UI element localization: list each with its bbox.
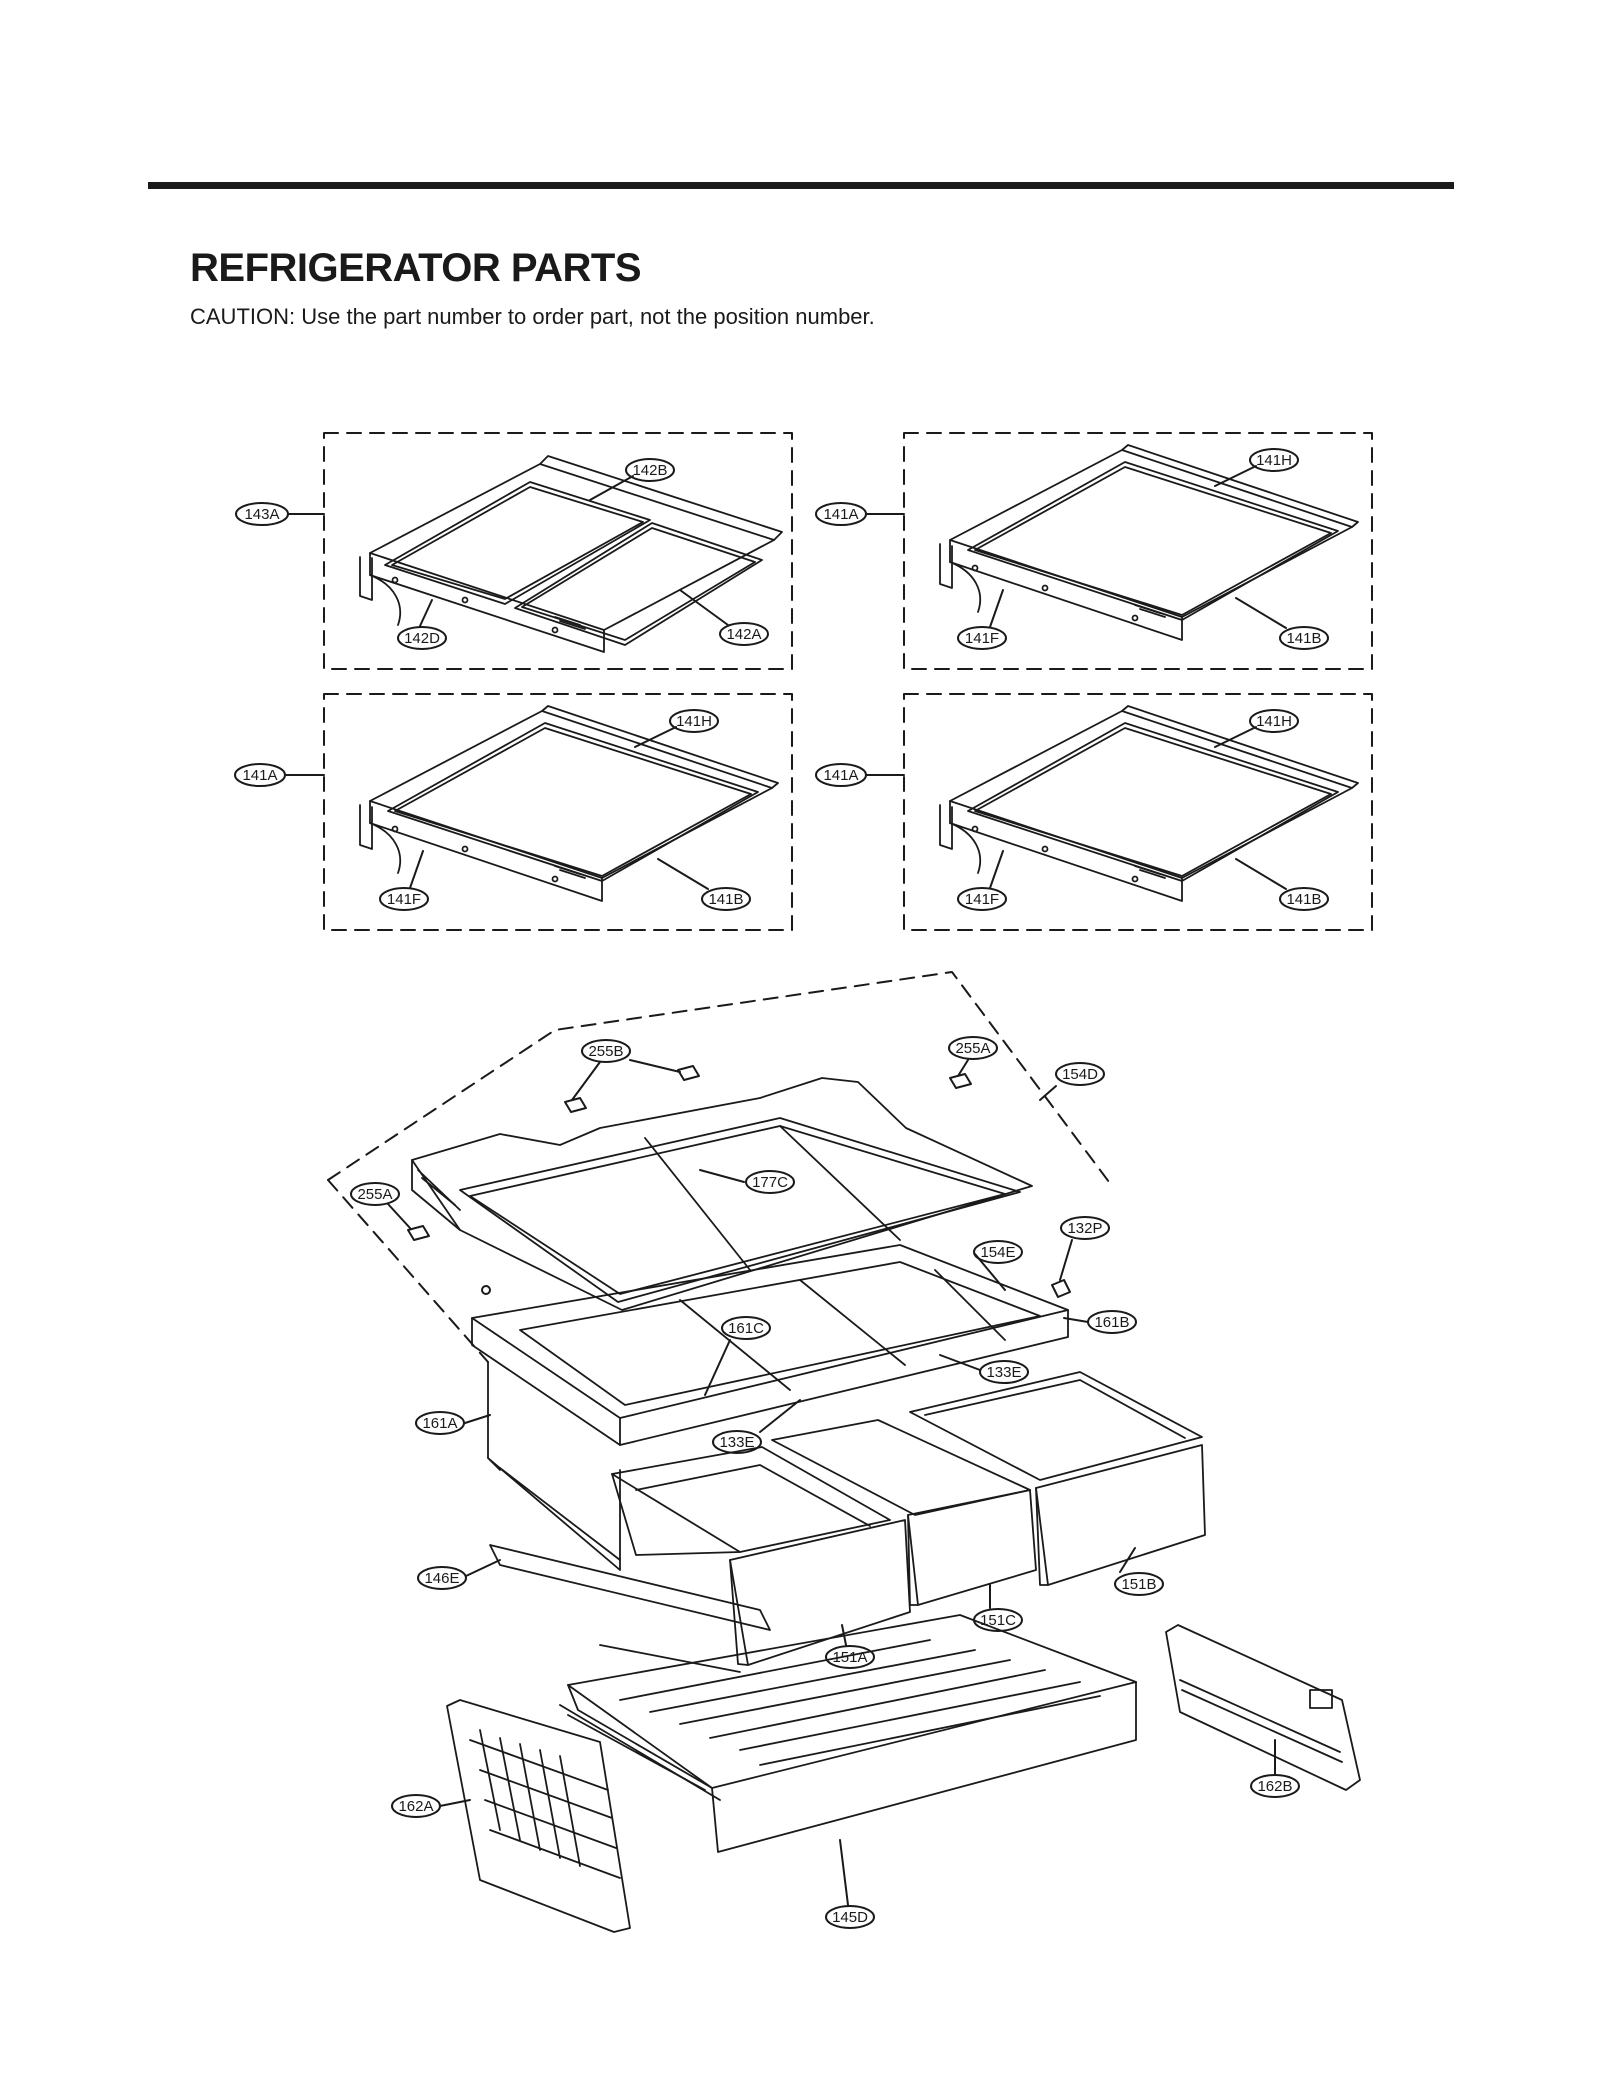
callout-label: 141B <box>708 891 743 908</box>
callout-151A: 151A <box>825 1624 875 1669</box>
callout-label: 141B <box>1286 630 1321 647</box>
callout-161C: 161C <box>704 1316 771 1396</box>
callout-label: 141H <box>1256 713 1292 730</box>
callout-143A: 143A <box>235 502 325 526</box>
callout-145D: 145D <box>825 1839 875 1929</box>
callout-141H: 141H <box>1214 709 1299 748</box>
callout-label: 255A <box>357 1186 392 1203</box>
callout-label: 141H <box>676 713 712 730</box>
crisper-assembly: 255B 255A 154D 255A 177C 132P <box>327 971 1361 1933</box>
slide-rail-left <box>489 1544 771 1673</box>
tray-145D <box>559 1614 1137 1853</box>
callout-label: 146E <box>424 1570 459 1587</box>
callout-161A: 161A <box>415 1411 491 1435</box>
callout-162B: 162B <box>1250 1739 1300 1798</box>
glass-shelf <box>939 705 1359 902</box>
callout-label: 145D <box>832 1909 868 1926</box>
callout-label: 162A <box>398 1798 433 1815</box>
callout-label: 255B <box>588 1043 623 1060</box>
callout-141A: 141A <box>815 763 905 787</box>
callout-255B: 255B <box>571 1039 681 1101</box>
callout-142A: 142A <box>679 589 769 646</box>
callout-label: 132P <box>1067 1220 1102 1237</box>
callout-label: 133E <box>986 1364 1021 1381</box>
callout-132P: 132P <box>1059 1216 1110 1281</box>
callout-label: 141A <box>242 767 277 784</box>
callout-141A: 141A <box>815 502 905 526</box>
callout-label: 142B <box>632 462 667 479</box>
callout-label: 141F <box>965 630 999 647</box>
clip-255A-left <box>407 1225 430 1241</box>
callout-label: 151A <box>832 1649 867 1666</box>
callout-133E-right: 133E <box>939 1354 1029 1384</box>
callout-label: 151C <box>980 1612 1016 1629</box>
callout-141F: 141F <box>379 850 429 911</box>
callout-141B: 141B <box>1235 858 1329 911</box>
callout-151C: 151C <box>973 1584 1023 1632</box>
callout-141F: 141F <box>957 850 1007 911</box>
callout-255A-left: 255A <box>350 1182 411 1229</box>
page-title: REFRIGERATOR PARTS <box>190 246 642 290</box>
callout-label: 141F <box>965 891 999 908</box>
callout-label: 142D <box>404 630 440 647</box>
clip-255B-right <box>677 1065 700 1081</box>
callout-label: 133E <box>719 1434 754 1451</box>
header-rule <box>148 182 1454 189</box>
callout-133E-left: 133E <box>712 1399 801 1454</box>
callout-label: 154D <box>1062 1066 1098 1083</box>
clip-255B-left <box>564 1097 587 1113</box>
clip-255A-top <box>949 1073 972 1089</box>
caution-note: CAUTION: Use the part number to order pa… <box>190 304 875 329</box>
slide-rail-162B <box>1165 1624 1361 1791</box>
shelf-panel-1: 143A 142B 142D 142A <box>235 432 793 670</box>
callout-label: 143A <box>244 506 279 523</box>
callout-label: 141A <box>823 767 858 784</box>
shelf-panel-2: 141A 141H 141F 141B <box>815 432 1373 670</box>
drawer-151B <box>909 1371 1206 1586</box>
callout-142D: 142D <box>397 599 447 650</box>
callout-151B: 151B <box>1114 1547 1164 1596</box>
callout-label: 162B <box>1257 1778 1292 1795</box>
callout-label: 161A <box>422 1415 457 1432</box>
callout-141A: 141A <box>234 763 325 787</box>
drawer-151A <box>611 1446 911 1666</box>
drawer-side-wall <box>487 1361 621 1571</box>
glass-shelf <box>359 705 779 902</box>
callout-141B: 141B <box>657 858 751 911</box>
callout-162A: 162A <box>391 1794 471 1818</box>
callout-142B: 142B <box>589 458 675 501</box>
callout-141B: 141B <box>1235 597 1329 650</box>
callout-label: 151B <box>1121 1576 1156 1593</box>
glass-shelf <box>939 444 1359 641</box>
shelf-panel-3: 141A 141H 141F 141B <box>234 693 793 931</box>
clip-132P <box>1051 1279 1071 1298</box>
callout-161B: 161B <box>1063 1310 1137 1334</box>
callout-177C: 177C <box>699 1169 795 1194</box>
callout-label: 141B <box>1286 891 1321 908</box>
callout-141F: 141F <box>957 589 1007 650</box>
shelf-panel-4: 141A 141H 141F 141B <box>815 693 1373 931</box>
slide-rail-162A <box>446 1699 631 1933</box>
callout-141H: 141H <box>1214 448 1299 487</box>
callout-label: 141A <box>823 506 858 523</box>
split-glass-shelf <box>359 455 783 653</box>
drawer-151C <box>771 1419 1037 1606</box>
callout-label: 141F <box>387 891 421 908</box>
callout-146E: 146E <box>417 1559 501 1590</box>
callout-label: 161C <box>728 1320 764 1337</box>
callout-141H: 141H <box>634 709 719 748</box>
callout-label: 255A <box>955 1040 990 1057</box>
callout-154E: 154E <box>973 1240 1023 1291</box>
callout-label: 154E <box>980 1244 1015 1261</box>
callout-255A-top: 255A <box>948 1036 998 1077</box>
callout-154D: 154D <box>1039 1062 1105 1101</box>
callout-label: 161B <box>1094 1314 1129 1331</box>
callout-label: 177C <box>752 1174 788 1191</box>
callout-label: 142A <box>726 626 761 643</box>
callout-label: 141H <box>1256 452 1292 469</box>
drawer-frame <box>471 1244 1069 1446</box>
